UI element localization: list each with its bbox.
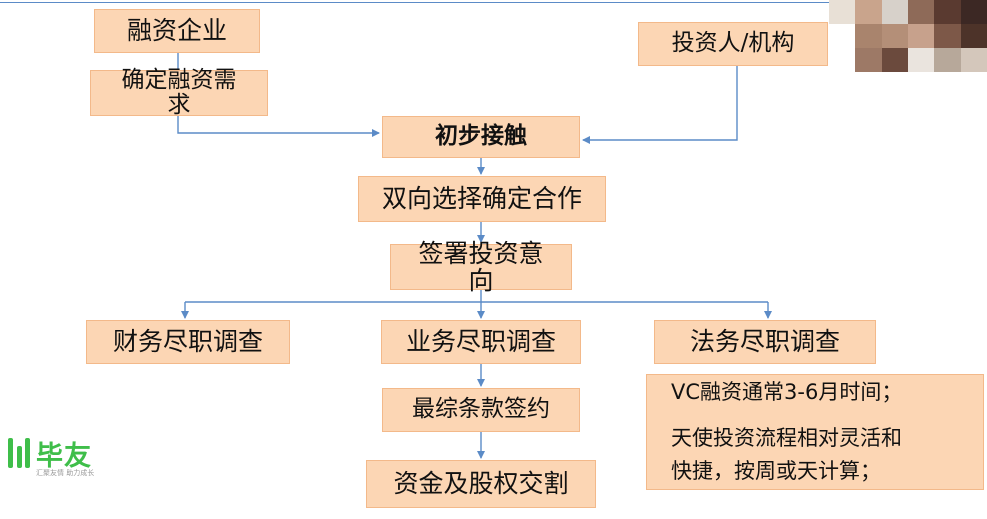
- node-investor: 投资人/机构: [638, 22, 828, 66]
- node-financing-company-label: 融资企业: [126, 16, 227, 46]
- node-business-dd-label: 业务尽职调查: [405, 327, 556, 357]
- node-define-needs: 确定融资需 求: [90, 66, 268, 118]
- note-line-3: 快捷，按周或天计算；: [671, 458, 881, 483]
- node-define-needs-line2: 求: [167, 92, 191, 118]
- node-define-needs-line1: 确定融资需: [121, 66, 237, 93]
- logo-mark-icon: [8, 438, 30, 468]
- node-financing-company: 融资企业: [94, 9, 260, 53]
- note-box: VC融资通常3-6月时间； 天使投资流程相对灵活和 快捷，按周或天计算；: [646, 374, 984, 490]
- node-capital-delivery-label: 资金及股权交割: [393, 469, 569, 499]
- node-sign-intent: 签署投资意 向: [390, 239, 572, 295]
- node-legal-dd-label: 法务尽职调查: [689, 327, 840, 357]
- node-capital-delivery: 资金及股权交割: [366, 460, 596, 508]
- node-final-terms: 最综条款签约: [382, 388, 580, 432]
- node-financial-dd: 财务尽职调查: [86, 320, 290, 364]
- logo: 毕友 汇聚友情 助力成长: [6, 432, 126, 482]
- node-sign-intent-line1: 签署投资意: [418, 238, 544, 268]
- node-investor-label: 投资人/机构: [671, 30, 795, 57]
- node-financial-dd-label: 财务尽职调查: [112, 327, 263, 357]
- logo-slogan: 汇聚友情 助力成长: [36, 469, 95, 477]
- node-final-terms-label: 最综条款签约: [412, 396, 550, 423]
- note-line-1: VC融资通常3-6月时间；: [671, 380, 903, 404]
- top-border-line: [0, 2, 830, 3]
- node-initial-contact-label: 初步接触: [435, 123, 527, 150]
- node-legal-dd: 法务尽职调查: [654, 320, 876, 364]
- node-initial-contact: 初步接触: [382, 116, 580, 158]
- node-mutual-selection-label: 双向选择确定合作: [381, 184, 582, 214]
- pixelated-image-corner: [829, 0, 987, 72]
- note-line-2: 天使投资流程相对灵活和: [671, 426, 902, 451]
- node-business-dd: 业务尽职调查: [381, 320, 581, 364]
- node-mutual-selection: 双向选择确定合作: [358, 176, 606, 222]
- logo-name: 毕友: [36, 441, 92, 472]
- node-sign-intent-line2: 向: [468, 266, 494, 295]
- connector-investor-to-contact: [582, 66, 738, 144]
